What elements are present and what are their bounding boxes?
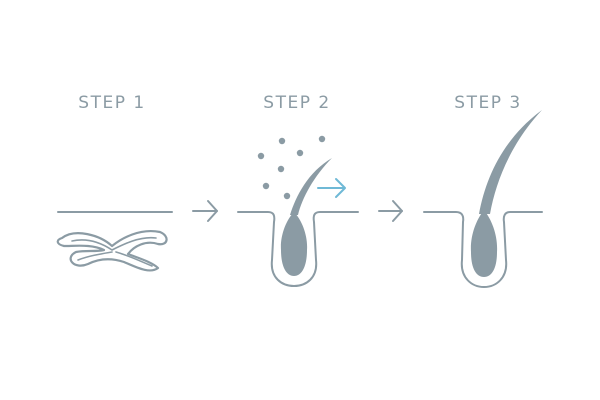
step-1-illustration bbox=[56, 211, 173, 272]
step-1-label: STEP 1 bbox=[78, 93, 146, 113]
arrow-right-icon bbox=[378, 200, 403, 222]
step-2-hair-shaft bbox=[290, 158, 332, 215]
accent-arrow-icon bbox=[317, 178, 346, 198]
step-3-follicle-outline bbox=[460, 221, 508, 289]
step-3-label: STEP 3 bbox=[454, 93, 522, 113]
treatment-particles-icon bbox=[257, 135, 326, 200]
step-3-hair-shaft bbox=[479, 110, 542, 214]
arrow-right-icon bbox=[192, 200, 218, 222]
step-2-follicle-outline bbox=[270, 221, 318, 288]
damaged-follicle-icon bbox=[56, 230, 168, 272]
step-3-skin-line bbox=[423, 211, 465, 223]
damaged-follicle-inner-icon bbox=[71, 236, 157, 267]
step-2-skin-line bbox=[237, 211, 276, 223]
step-2-illustration bbox=[237, 135, 359, 288]
step-2-label: STEP 2 bbox=[263, 93, 331, 113]
step-2-hair-bulb bbox=[280, 212, 308, 276]
step-3-hair-bulb bbox=[470, 210, 498, 277]
step-3-illustration bbox=[423, 110, 543, 289]
